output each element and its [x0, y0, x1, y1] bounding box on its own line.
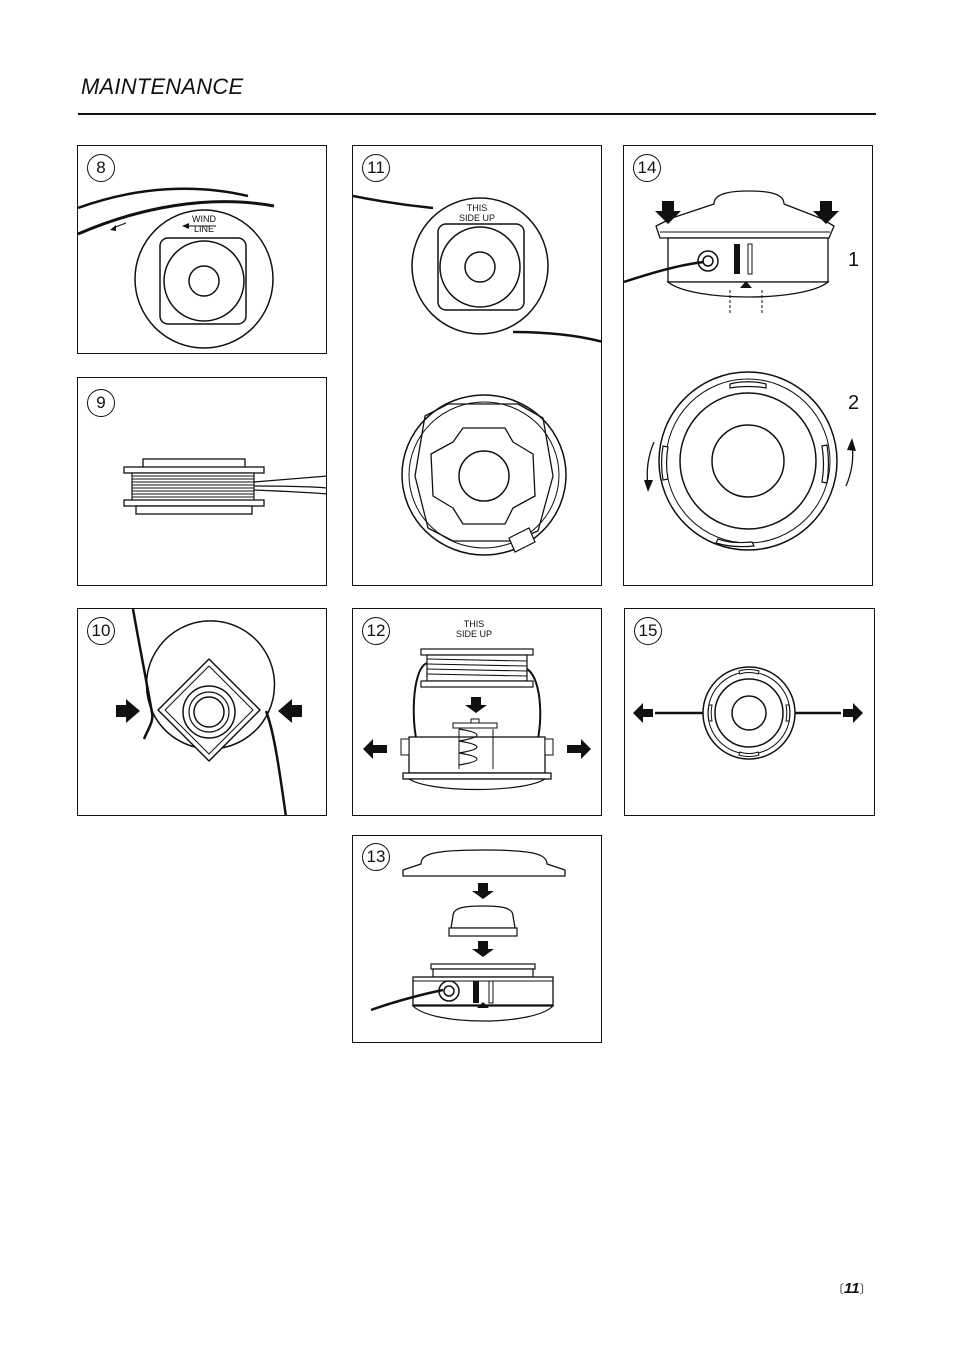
page-title: MAINTENANCE: [81, 74, 244, 99]
figure-11-panel: 11 THIS SIDE UP: [352, 145, 602, 586]
figure-14-illustration: [624, 190, 856, 551]
figure-13-panel: 13: [352, 835, 602, 1043]
step-1-label: 1: [848, 249, 860, 271]
figure-number: 13: [362, 843, 390, 871]
figure-14-panel: 14 1 2: [623, 145, 873, 586]
figure-13-illustration: [370, 849, 566, 1022]
figure-12-panel: 12 THIS SIDE UP: [352, 608, 602, 816]
label-line: SIDE UP: [459, 213, 496, 223]
label-line: LINE: [193, 224, 214, 234]
figure-number: 14: [633, 154, 661, 182]
this-side-up-label: THIS SIDE UP: [456, 619, 492, 639]
figure-11-illustration: [353, 194, 601, 556]
figure-number: 15: [634, 617, 662, 645]
bracket-left: 〔: [832, 1282, 845, 1296]
figure-10-illustration: [116, 609, 302, 815]
step-2-label: 2: [848, 392, 860, 414]
figure-number: 9: [87, 389, 115, 417]
bracket-right: 〕: [859, 1282, 872, 1296]
figure-10-panel: 10: [77, 608, 327, 816]
label-line: SIDE UP: [456, 629, 493, 639]
figure-number: 10: [87, 617, 115, 645]
figure-15-illustration: [633, 666, 863, 760]
figure-8-illustration: [78, 187, 275, 349]
figure-9-illustration: [123, 458, 326, 515]
figure-12-illustration: [363, 648, 591, 791]
this-side-up-label: THIS SIDE UP: [459, 203, 495, 223]
figure-15-panel: 15: [624, 608, 875, 816]
label-line: WIND: [192, 214, 216, 224]
page-number: 〔11〕: [832, 1280, 872, 1297]
header-rule: [78, 113, 876, 115]
label-line: THIS: [466, 203, 488, 213]
figure-8-panel: 8 WIND LINE: [77, 145, 327, 354]
figure-number: 11: [362, 154, 390, 182]
wind-line-label: WIND LINE: [192, 214, 216, 234]
figure-number: 8: [87, 154, 115, 182]
page-number-value: 11: [844, 1280, 860, 1297]
figure-9-panel: 9: [77, 377, 327, 586]
figure-number: 12: [362, 617, 390, 645]
label-line: THIS: [463, 619, 485, 629]
